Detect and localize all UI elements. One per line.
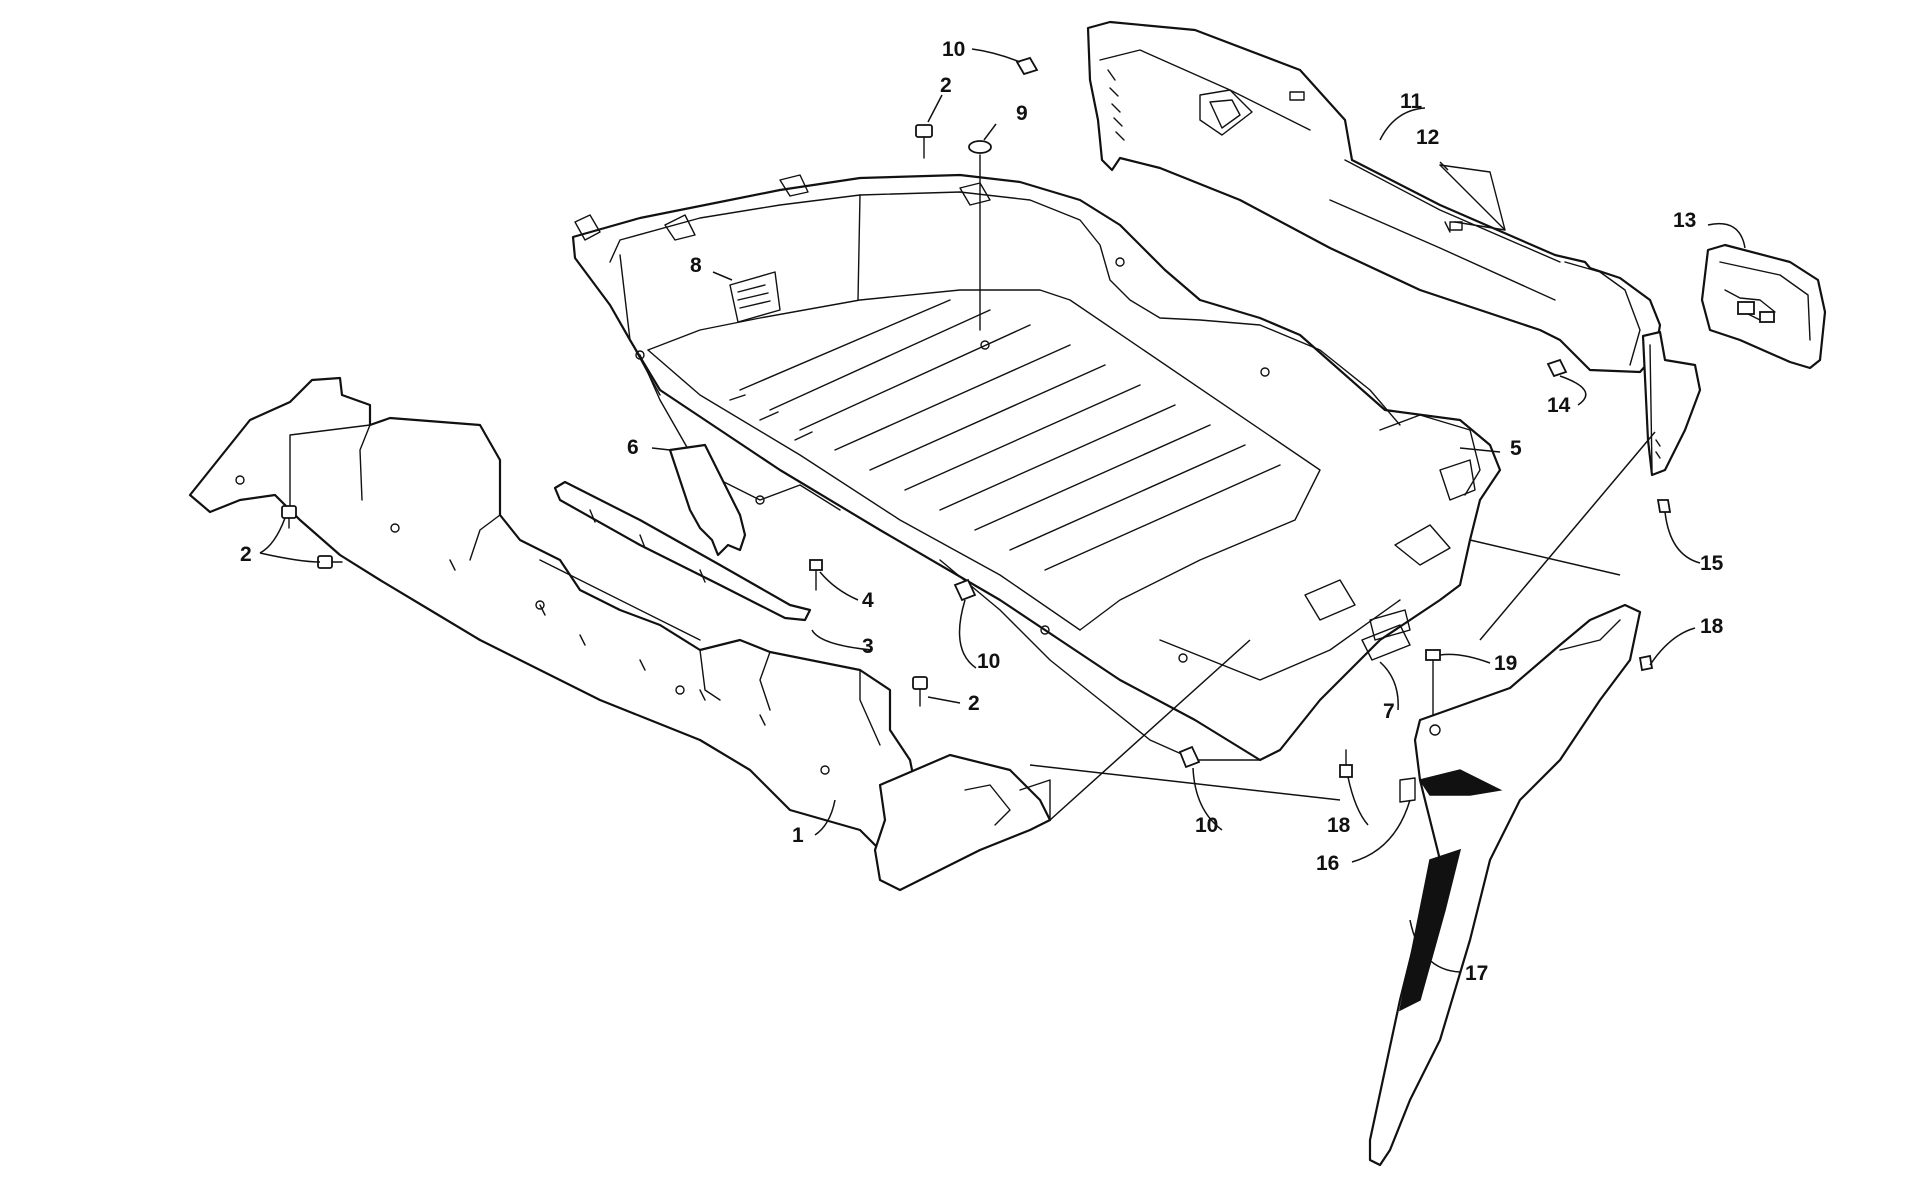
callout-15: 15 [1700, 552, 1724, 575]
callout-18-right: 18 [1700, 615, 1724, 638]
callout-17: 17 [1465, 962, 1488, 985]
part-12-label [1439, 164, 1506, 231]
callout-16: 16 [1316, 852, 1339, 875]
clip-10-top [1015, 56, 1039, 76]
callout-2-top: 2 [940, 74, 952, 97]
pin-4 [809, 559, 823, 591]
screw-19 [1425, 649, 1441, 716]
leader-lines [259, 48, 1746, 973]
part-1-panel [188, 376, 1052, 892]
callout-8: 8 [690, 254, 702, 277]
nut-14 [1546, 358, 1568, 378]
part-8-warning-label [729, 271, 781, 323]
part-11-upper-rear-panel [1086, 20, 1662, 374]
screw-2-left-b [317, 555, 343, 569]
screw-2-top [915, 124, 933, 159]
fastener-15 [1656, 499, 1672, 513]
callout-2-left: 2 [240, 543, 252, 566]
part-13-tail-light [1700, 243, 1827, 370]
part-15-bracket [1641, 330, 1702, 477]
callout-6: 6 [627, 436, 639, 459]
part-5-cargo-box [571, 173, 1502, 762]
callout-13: 13 [1673, 209, 1696, 232]
callout-10-bottom: 10 [1195, 814, 1218, 837]
callout-7: 7 [1383, 700, 1395, 723]
screw-2-right [912, 676, 928, 707]
callout-5: 5 [1510, 437, 1522, 460]
washer-9 [968, 140, 992, 331]
callout-10-top: 10 [942, 38, 965, 61]
callout-2-right: 2 [968, 692, 980, 715]
part-7-label [1361, 624, 1411, 661]
callout-12: 12 [1416, 126, 1439, 149]
callout-3: 3 [862, 635, 874, 658]
callout-19: 19 [1494, 652, 1517, 675]
callout-11: 11 [1400, 90, 1423, 113]
screw-2-left-a [281, 505, 297, 529]
part-17-side-panel [1368, 603, 1642, 1167]
part-16-panel-bracket [1399, 777, 1416, 803]
callout-10-mid: 10 [977, 650, 1000, 673]
callout-labels: 10 2 9 11 12 13 8 14 5 6 15 2 4 3 18 10 … [240, 38, 1724, 985]
callout-14: 14 [1547, 394, 1571, 417]
fastener-18-right [1638, 654, 1654, 672]
fastener-18-bottom [1339, 749, 1353, 778]
clip-10-bottom [1178, 745, 1201, 769]
clip-10-mid [953, 578, 977, 602]
part-3-trim-strip [553, 480, 812, 622]
callout-18-bottom: 18 [1327, 814, 1351, 837]
callout-1: 1 [792, 824, 804, 847]
callout-9: 9 [1016, 102, 1028, 125]
part-6-gasket [668, 443, 747, 557]
callout-4: 4 [862, 589, 874, 612]
